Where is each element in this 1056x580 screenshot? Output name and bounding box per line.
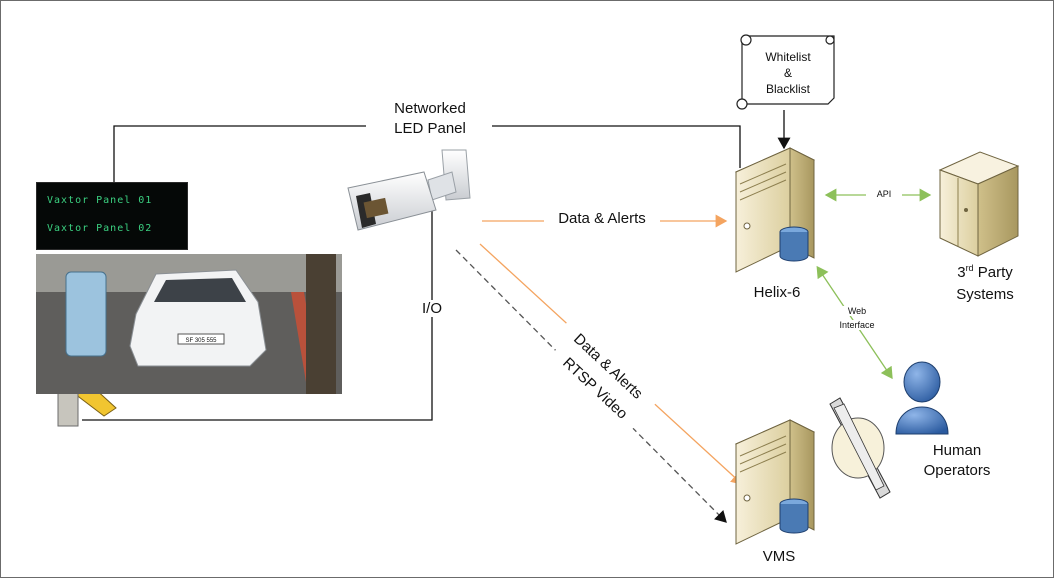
- vms-label: VMS: [762, 548, 796, 565]
- third-party-number: 3: [957, 264, 966, 281]
- vms-server-icon: [734, 419, 816, 545]
- anpr-camera-icon: [347, 149, 471, 231]
- third-party-superscript: rd: [965, 263, 974, 273]
- io-connection-line: [82, 210, 433, 421]
- third-party-label-line-1: 3rd Party: [930, 263, 1040, 282]
- helix-label: Helix-6: [753, 284, 801, 301]
- web-interface-line-1: Web: [832, 306, 882, 316]
- vehicle-photo: SF 305 555: [36, 254, 342, 394]
- led-panel-label-line-1: Networked: [394, 100, 466, 117]
- led-panel-row-2: Vaxtor Panel 02: [47, 223, 153, 234]
- third-party-word: Party: [973, 264, 1013, 281]
- led-panel-image: Vaxtor Panel 01 Vaxtor Panel 02: [36, 182, 188, 250]
- helix-server-icon: [734, 147, 816, 273]
- api-label: API: [876, 189, 892, 199]
- human-operator-icon: [895, 361, 949, 435]
- human-operators-line-2: Operators: [923, 462, 991, 479]
- human-operators-line-1: Human: [932, 442, 982, 459]
- whitelist-line-1: Whitelist: [765, 50, 811, 64]
- helix-led-connection-line: [492, 125, 741, 168]
- whitelist-scroll-icon: [736, 34, 835, 110]
- vehicle-photo-art: SF 305 555: [36, 254, 342, 394]
- third-party-server-icon: [938, 151, 1020, 257]
- license-plate-text: SF 305 555: [185, 338, 217, 344]
- led-panel-row-1: Vaxtor Panel 01: [47, 195, 153, 206]
- whitelist-line-2: &: [783, 66, 792, 80]
- io-label: I/O: [402, 300, 462, 317]
- monitor-icon: [829, 397, 891, 499]
- whitelist-line-3: Blacklist: [765, 82, 810, 96]
- third-party-label-line-2: Systems: [956, 286, 1014, 303]
- led-panel-label-line-2: LED Panel: [394, 120, 466, 137]
- web-interface-line-2: Interface: [822, 320, 892, 330]
- data-alerts-label: Data & Alerts: [544, 210, 660, 227]
- led-panel-connection-line: [113, 125, 366, 182]
